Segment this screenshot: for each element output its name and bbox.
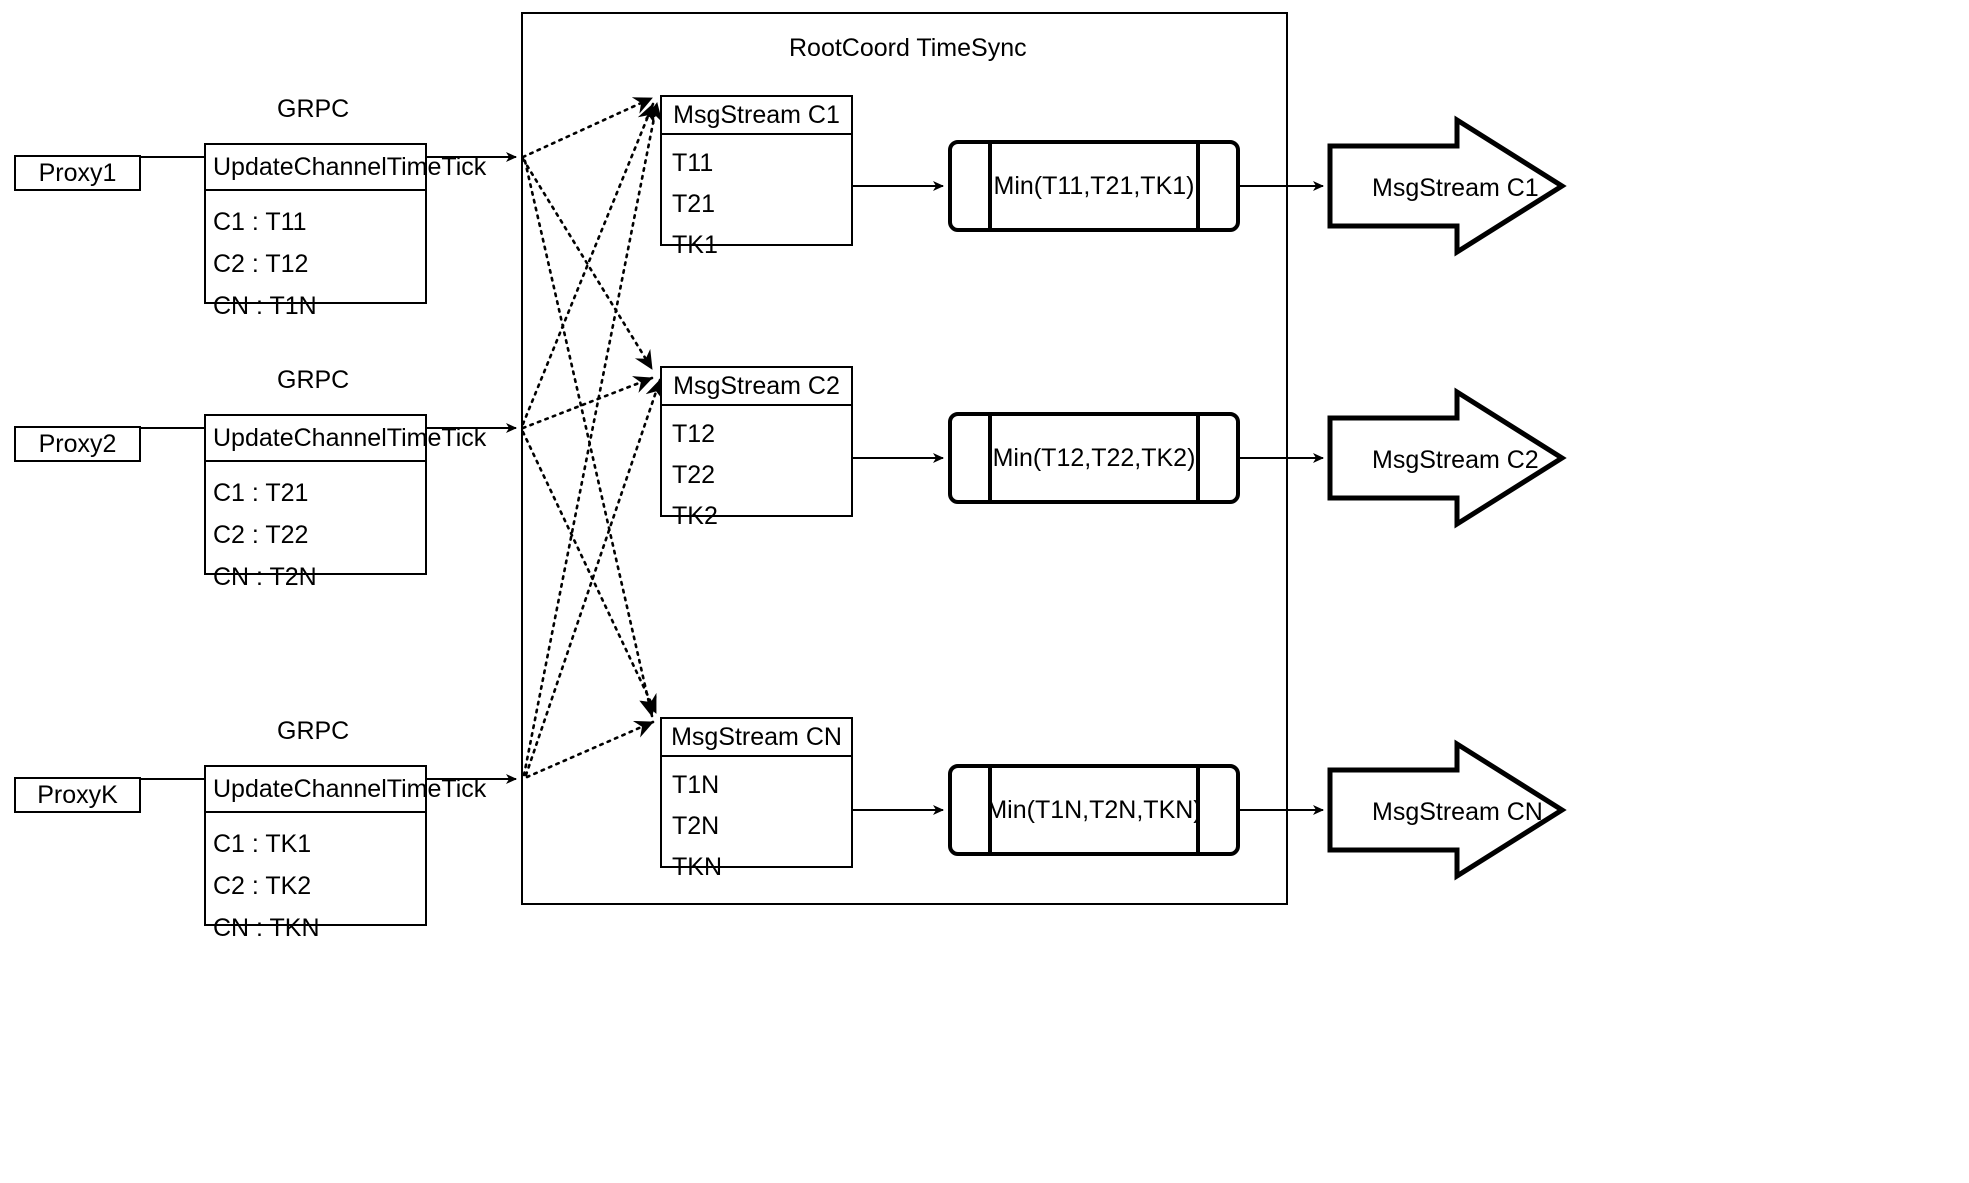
grpc-label-1: GRPC — [277, 95, 350, 123]
table-row: T22 — [672, 461, 716, 489]
table-header: MsgStream C1 — [662, 97, 851, 135]
table-row: T2N — [672, 812, 720, 840]
msgstream-table-3: MsgStream CN T1N T2N TKN — [660, 717, 853, 881]
table-row: C1 : T11 — [213, 207, 307, 236]
table-row: CN : T2N — [213, 562, 317, 591]
proxy-label: Proxy2 — [38, 429, 117, 458]
proxy-box-2[interactable]: Proxy2 — [14, 426, 141, 462]
table-header: UpdateChannelTimeTick — [206, 145, 486, 191]
table-body: C1 : T21 C2 : T22 CN : T2N — [206, 462, 425, 598]
output-arrow-label-1: MsgStream C1 — [1372, 174, 1539, 202]
table-header: UpdateChannelTimeTick — [206, 767, 486, 813]
proxy-box-3[interactable]: ProxyK — [14, 777, 141, 813]
min-process-label: Min(T12,T22,TK2) — [992, 443, 1196, 472]
table-row: TK2 — [672, 502, 718, 530]
process-left-bar — [988, 140, 992, 232]
table-row: C2 : T12 — [213, 249, 309, 278]
min-process-block-2: Min(T12,T22,TK2) — [948, 412, 1240, 504]
min-process-block-1: Min(T11,T21,TK1) — [948, 140, 1240, 232]
table-header: MsgStream C2 — [662, 368, 851, 406]
msgstream-table-1: MsgStream C1 T11 T21 TK1 — [660, 95, 853, 259]
table-row: T12 — [672, 420, 716, 448]
proxy-label: Proxy1 — [38, 158, 117, 187]
table-row: C1 : T21 — [213, 478, 309, 507]
process-right-bar — [1196, 764, 1200, 856]
rootcoord-timesync-container — [521, 12, 1288, 905]
table-row: CN : TKN — [213, 913, 320, 942]
table-body: C1 : TK1 C2 : TK2 CN : TKN — [206, 813, 425, 949]
table-row: C2 : T22 — [213, 520, 309, 549]
table-row: TK1 — [672, 231, 718, 259]
output-arrow-label-3: MsgStream CN — [1372, 798, 1543, 826]
process-left-bar — [988, 764, 992, 856]
process-right-bar — [1196, 412, 1200, 504]
table-row: T11 — [672, 149, 714, 177]
table-body: T1N T2N TKN — [662, 757, 851, 888]
table-header: UpdateChannelTimeTick — [206, 416, 486, 462]
process-right-bar — [1196, 140, 1200, 232]
grpc-label-2: GRPC — [277, 366, 350, 394]
rootcoord-timesync-title: RootCoord TimeSync — [789, 34, 1027, 62]
update-channel-timetick-table-2: UpdateChannelTimeTick C1 : T21 C2 : T22 … — [204, 414, 486, 591]
update-channel-timetick-table-1: UpdateChannelTimeTick C1 : T11 C2 : T12 … — [204, 143, 486, 320]
table-body: T12 T22 TK2 — [662, 406, 851, 537]
table-row: T1N — [672, 771, 720, 799]
proxy-label: ProxyK — [37, 780, 118, 809]
table-row: TKN — [672, 853, 722, 881]
min-process-label: Min(T11,T21,TK1) — [993, 171, 1195, 200]
grpc-label-3: GRPC — [277, 717, 350, 745]
proxy-box-1[interactable]: Proxy1 — [14, 155, 141, 191]
update-channel-timetick-table-3: UpdateChannelTimeTick C1 : TK1 C2 : TK2 … — [204, 765, 486, 942]
output-arrow-label-2: MsgStream C2 — [1372, 446, 1539, 474]
table-row: T21 — [672, 190, 716, 218]
table-row: C1 : TK1 — [213, 829, 312, 858]
table-body: C1 : T11 C2 : T12 CN : T1N — [206, 191, 425, 327]
msgstream-table-2: MsgStream C2 T12 T22 TK2 — [660, 366, 853, 530]
min-process-label: Min(T1N,T2N,TKN) — [986, 795, 1202, 824]
table-header: MsgStream CN — [662, 719, 851, 757]
process-left-bar — [988, 412, 992, 504]
table-row: CN : T1N — [213, 291, 317, 320]
table-row: C2 : TK2 — [213, 871, 312, 900]
min-process-block-3: Min(T1N,T2N,TKN) — [948, 764, 1240, 856]
table-body: T11 T21 TK1 — [662, 135, 851, 266]
